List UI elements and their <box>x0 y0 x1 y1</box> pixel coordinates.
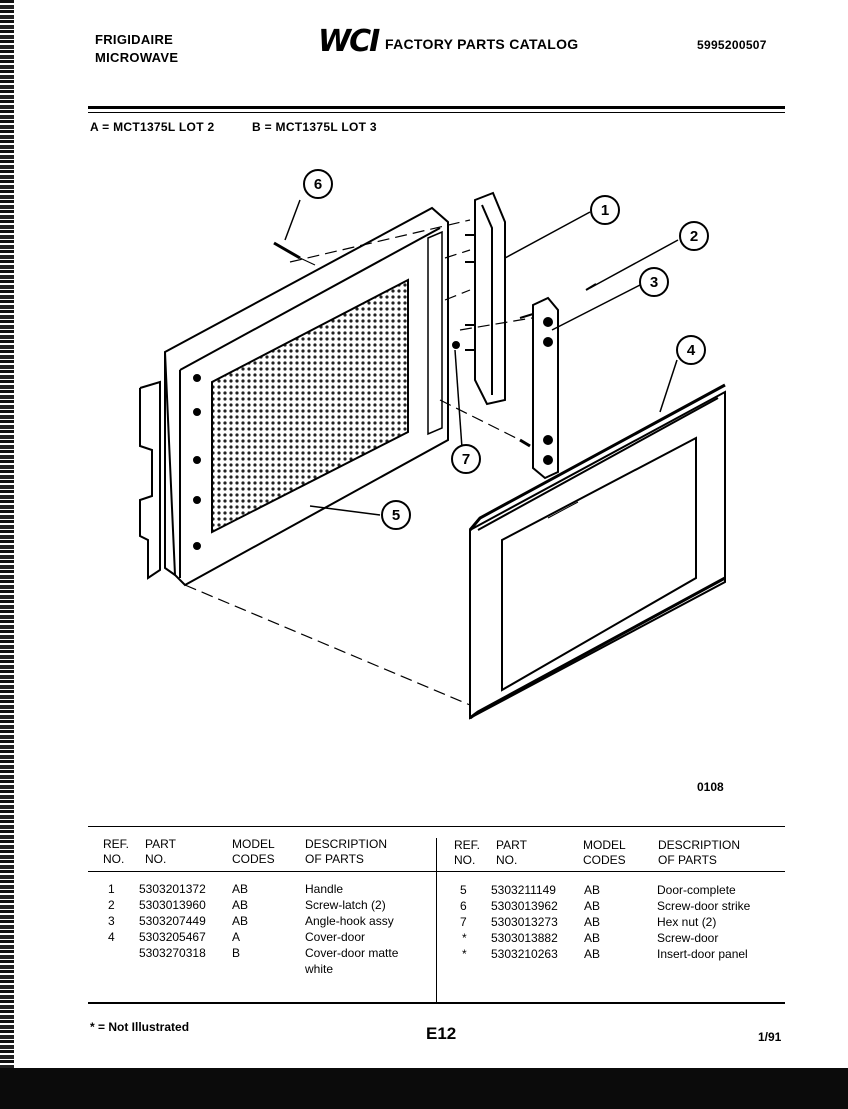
handle-part <box>465 191 506 406</box>
wci-logo: WCI <box>318 24 380 59</box>
table-rule-bottom <box>88 1002 785 1004</box>
door-panel-part <box>468 383 726 720</box>
model-code: B <box>232 946 241 960</box>
part-description-continued: white <box>305 962 334 976</box>
catalog-date: 1/91 <box>758 1030 782 1044</box>
part-number: 5303013882 <box>491 931 558 945</box>
col-ref-header-left: REF.NO. <box>103 837 130 866</box>
scan-left-edge <box>0 0 14 1109</box>
scan-bottom-edge <box>0 1068 848 1109</box>
door-strike-screw-part <box>273 241 316 266</box>
part-description: Handle <box>305 882 344 896</box>
exploded-parts-diagram: 1 2 3 4 5 6 7 <box>139 169 726 720</box>
part-number: 5303013962 <box>491 899 558 913</box>
callout-3: 3 <box>650 274 658 291</box>
part-description: Cover-door matte <box>305 946 399 960</box>
callout-leaders <box>284 199 679 516</box>
callout-7: 7 <box>462 451 470 468</box>
model-code: AB <box>584 915 601 929</box>
table-row: 7 <box>460 915 467 929</box>
header-rule-top <box>88 106 785 109</box>
header-rule-bottom <box>88 112 785 113</box>
part-number: 5303210263 <box>491 947 558 961</box>
model-code: AB <box>584 931 601 945</box>
part-description: Cover-door <box>305 930 366 944</box>
part-description: Door-complete <box>657 883 736 897</box>
angle-hook-part <box>519 296 559 480</box>
callout-1: 1 <box>601 202 609 219</box>
table-row: 6 <box>460 899 467 913</box>
model-code: A <box>232 930 241 944</box>
part-number: 5303270318 <box>139 946 206 960</box>
table-row: 4 <box>108 930 115 944</box>
callout-6: 6 <box>314 176 322 193</box>
part-description: Screw-latch (2) <box>305 898 386 912</box>
part-number: 5303205467 <box>139 930 206 944</box>
table-row: 5 <box>460 883 467 897</box>
not-illustrated-note: * = Not Illustrated <box>90 1020 190 1034</box>
assembly-guide-lines <box>184 219 533 706</box>
model-code: AB <box>232 882 249 896</box>
callout-numbers: 1 2 3 4 5 6 7 <box>314 176 698 524</box>
figure-code: 0108 <box>697 780 724 794</box>
model-code: AB <box>232 914 249 928</box>
part-description: Hex nut (2) <box>657 915 717 929</box>
brand-line-2: MICROWAVE <box>95 50 179 65</box>
part-description: Screw-door strike <box>657 899 751 913</box>
brand-line-1: FRIGIDAIRE <box>95 32 174 47</box>
model-code: AB <box>584 899 601 913</box>
table-row: 1 <box>108 882 115 896</box>
part-description: Insert-door panel <box>657 947 748 961</box>
catalog-title: FACTORY PARTS CATALOG <box>385 36 579 52</box>
part-description: Angle-hook assy <box>305 914 394 928</box>
callout-circles <box>303 169 709 530</box>
part-description: Screw-door <box>657 931 719 945</box>
callout-4: 4 <box>687 342 696 359</box>
catalog-number: 5995200507 <box>697 38 767 52</box>
table-row: * <box>462 931 467 945</box>
table-rule-top <box>88 826 785 827</box>
table-row: 3 <box>108 914 115 928</box>
part-number: 5303013273 <box>491 915 558 929</box>
door-cover-part <box>139 206 449 587</box>
model-code: AB <box>584 947 601 961</box>
table-divider <box>436 838 437 1003</box>
model-code: AB <box>584 883 601 897</box>
part-number: 5303211149 <box>491 883 556 897</box>
callout-5: 5 <box>392 507 400 524</box>
page-code: E12 <box>426 1024 457 1043</box>
model-a-label: A = MCT1375L LOT 2 <box>90 120 215 134</box>
part-number: 5303201372 <box>139 882 206 896</box>
model-code: AB <box>232 898 249 912</box>
model-b-label: B = MCT1375L LOT 3 <box>252 120 377 134</box>
callout-2: 2 <box>690 228 698 245</box>
part-number: 5303013960 <box>139 898 206 912</box>
col-ref-header-right: REF.NO. <box>454 838 481 867</box>
table-row: * <box>462 947 467 961</box>
part-number: 5303207449 <box>139 914 206 928</box>
table-row: 2 <box>108 898 115 912</box>
